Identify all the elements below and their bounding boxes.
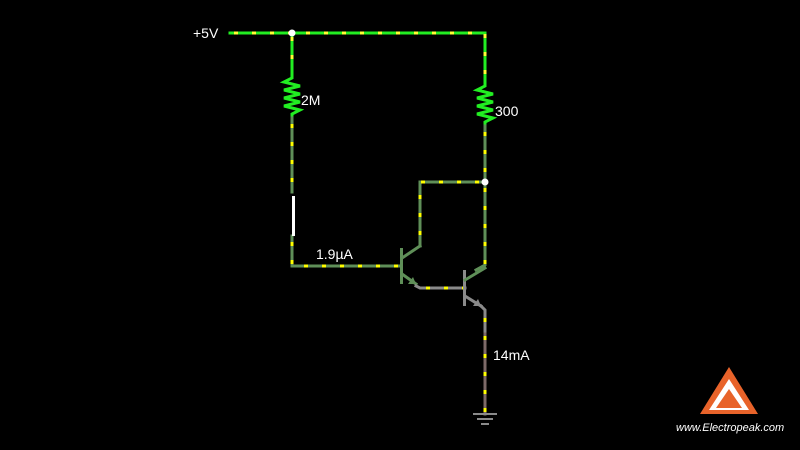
supply-junction-node (288, 29, 296, 37)
collector-wire[interactable] (418, 124, 487, 273)
base-branch-wire[interactable] (290, 116, 402, 268)
resistor-300[interactable] (472, 78, 498, 128)
base-current-label: 1.9µA (316, 246, 354, 262)
darlington-link-wire[interactable] (413, 283, 467, 290)
transistor-q1[interactable] (399, 243, 423, 287)
supply-voltage-label: +5V (193, 25, 219, 41)
resistor-2m[interactable] (279, 70, 305, 120)
resistor-2m-label: 2M (301, 92, 320, 108)
resistor-300-label: 300 (495, 103, 519, 119)
transistor-q2[interactable] (462, 265, 488, 309)
electropeak-logo-icon (700, 367, 758, 414)
supply-rail-wire[interactable] (228, 31, 487, 82)
collector-junction-node (481, 178, 489, 186)
emitter-wire[interactable] (478, 303, 487, 416)
emitter-current-label: 14mA (493, 347, 530, 363)
watermark-url: www.Electropeak.com (676, 422, 784, 434)
switch-contact[interactable] (292, 196, 295, 236)
ground-symbol (473, 413, 497, 425)
